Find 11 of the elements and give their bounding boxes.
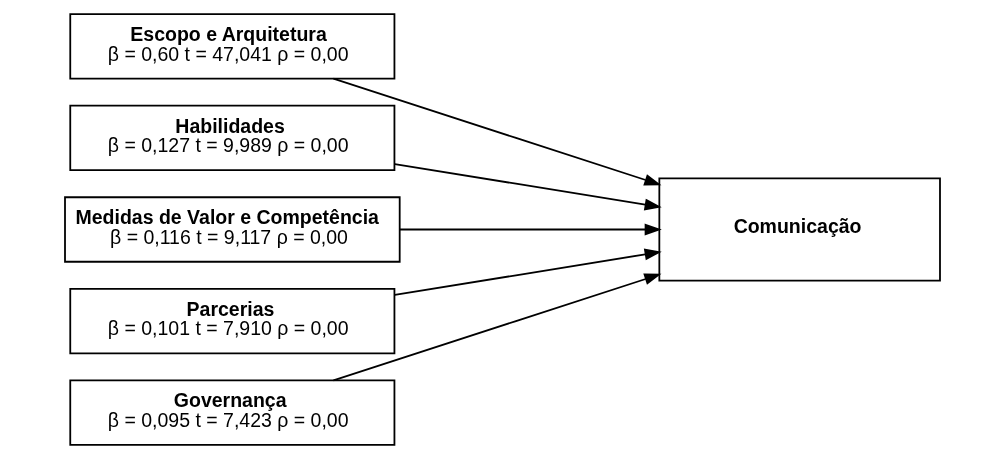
arrow	[332, 77, 662, 186]
node-box: Comunicação	[658, 177, 941, 282]
node-box: Medidas de Valor e Competência β = 0,116 t = 9,117 ρ = 0,00	[64, 196, 401, 263]
arrow	[332, 273, 662, 382]
arrow	[393, 248, 662, 296]
node-box: Habilidades β = 0,127 t = 9,989 ρ = 0,00	[69, 104, 396, 172]
arrow	[398, 223, 662, 236]
arrow	[393, 163, 662, 211]
node-box: Parcerias β = 0,101 t = 7,910 ρ = 0,00	[69, 287, 396, 355]
node-box: Escopo e Arquitetura β = 0,60 t = 47,041 ρ = 0,00	[69, 13, 396, 80]
node-box: Governança β = 0,095 t = 7,423 ρ = 0,00	[69, 379, 396, 446]
